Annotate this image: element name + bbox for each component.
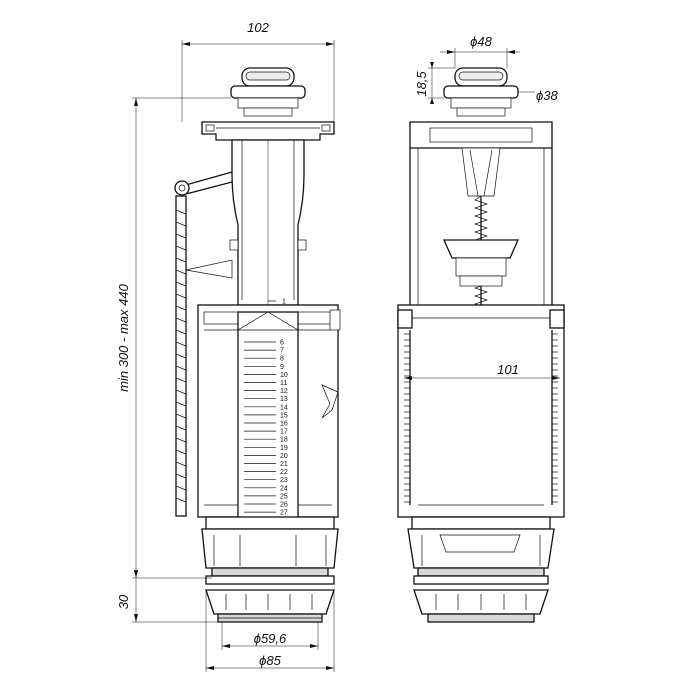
scale-label: 25 bbox=[280, 493, 288, 500]
central-tube bbox=[229, 139, 307, 306]
scale-label: 14 bbox=[280, 404, 288, 411]
scale-label: 26 bbox=[280, 502, 288, 509]
scale-label: 10 bbox=[280, 372, 288, 379]
dimension-lines bbox=[132, 40, 560, 672]
scale-label: 15 bbox=[280, 412, 288, 419]
push-button-section bbox=[443, 67, 519, 117]
scale-label: 17 bbox=[280, 429, 288, 436]
scale-label: 6 bbox=[280, 340, 284, 347]
height-scale: 1678910111213141516171819202122232425262… bbox=[236, 299, 300, 551]
scale-label: 23 bbox=[280, 477, 288, 484]
lower-housing bbox=[201, 516, 339, 623]
dim-diameter-48: ϕ48 bbox=[470, 34, 492, 49]
scale-label: 21 bbox=[280, 461, 288, 468]
dim-body-width: 101 bbox=[497, 362, 519, 377]
dim-diameter-85: ϕ85 bbox=[259, 653, 281, 668]
dim-height-range: min 300 - max 440 bbox=[116, 283, 131, 391]
dim-top-width: 102 bbox=[247, 20, 269, 35]
scale-label: 27 bbox=[280, 510, 288, 517]
scale-label: 1 bbox=[282, 299, 286, 306]
side-view: 1678910111213141516171819202122232425262… bbox=[174, 67, 341, 623]
dim-diameter-38: ϕ38 bbox=[536, 88, 558, 103]
scale-label: 9 bbox=[280, 364, 284, 371]
dim-height-18-5: 18,5 bbox=[414, 71, 429, 97]
section-view bbox=[397, 67, 565, 623]
scale-label: 22 bbox=[280, 469, 288, 476]
scale-label: 7 bbox=[280, 348, 284, 355]
scale-label: 20 bbox=[280, 453, 288, 460]
top-flange bbox=[201, 121, 335, 141]
push-button bbox=[230, 67, 306, 117]
seal-valve bbox=[442, 239, 520, 287]
dim-diameter-59-6: ϕ59,6 bbox=[254, 631, 287, 646]
body-section bbox=[397, 304, 565, 518]
thread-marks bbox=[225, 594, 313, 610]
scale-label: 16 bbox=[280, 421, 288, 428]
top-cage bbox=[409, 121, 553, 305]
scale-label: 19 bbox=[280, 445, 288, 452]
lower-housing-section bbox=[407, 516, 555, 623]
scale-label: 11 bbox=[280, 380, 287, 387]
scale-label: 24 bbox=[280, 485, 288, 492]
dim-thread-height: 30 bbox=[116, 594, 131, 609]
scale-label: 18 bbox=[280, 437, 288, 444]
scale-label: 8 bbox=[280, 356, 284, 363]
scale-label: 12 bbox=[280, 388, 288, 395]
scale-label: 13 bbox=[280, 396, 288, 403]
dimension-arrows bbox=[134, 42, 560, 670]
float-lever bbox=[174, 171, 233, 517]
